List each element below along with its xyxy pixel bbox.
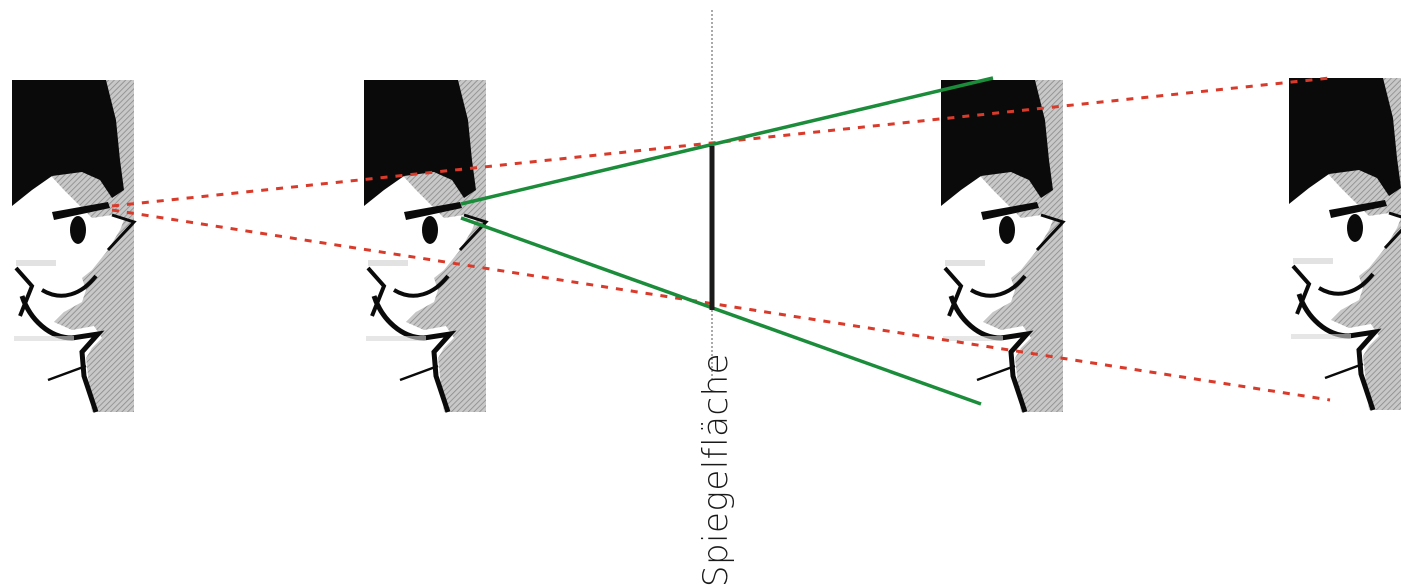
far-observer-face bbox=[12, 80, 134, 412]
mirror-label: Spiegelfläche bbox=[696, 352, 736, 587]
observer-face bbox=[364, 80, 486, 412]
far-mirror-image-face bbox=[1289, 78, 1401, 410]
sight-line-upper bbox=[460, 76, 994, 206]
virtual-ray-upper bbox=[111, 76, 1331, 208]
virtual-ray-lower bbox=[111, 208, 1331, 402]
sight-line-lower bbox=[460, 216, 982, 406]
mirror-image-face bbox=[941, 80, 1063, 412]
